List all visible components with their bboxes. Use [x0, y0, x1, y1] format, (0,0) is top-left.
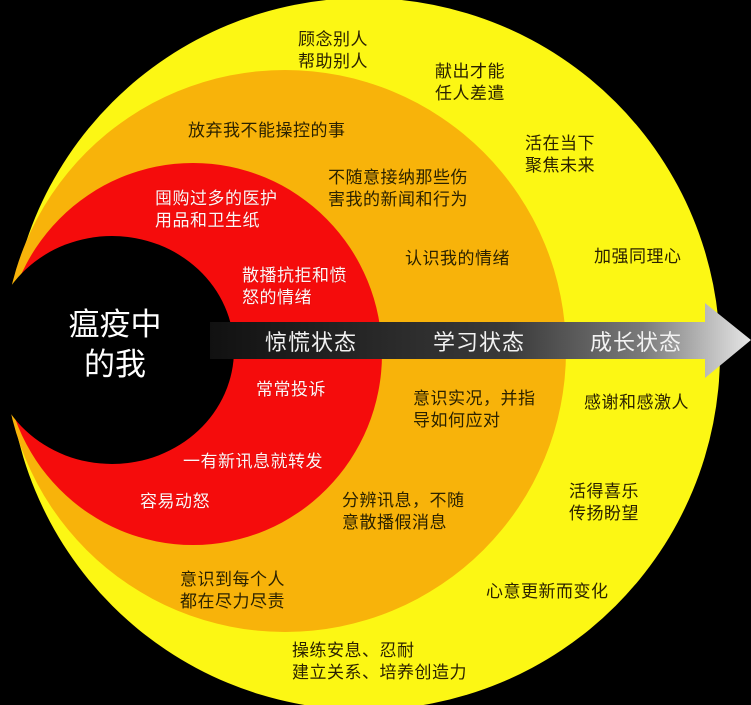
learning-item: 意识实况，并指 导如何应对 — [413, 388, 536, 432]
growth-item-line: 心意更新而变化 — [486, 582, 609, 602]
growth-item-line: 建立关系、培养创造力 — [292, 663, 467, 683]
state-learning-label: 学习状态 — [433, 331, 526, 356]
growth-item-line: 帮助别人 — [298, 52, 368, 72]
growth-item: 感谢和感激人 — [584, 392, 689, 414]
growth-item: 顾念别人 帮助别人 — [298, 29, 368, 73]
growth-item-line: 加强同理心 — [594, 247, 682, 267]
growth-item-line: 顾念别人 — [298, 30, 368, 50]
growth-item: 操练安息、忍耐 建立关系、培养创造力 — [292, 640, 467, 684]
growth-item-line: 操练安息、忍耐 — [292, 641, 415, 661]
growth-item: 活在当下 聚焦未来 — [525, 133, 595, 177]
state-panic-label: 惊慌状态 — [265, 331, 358, 356]
panic-item-line: 用品和卫生纸 — [155, 211, 260, 231]
growth-item: 活得喜乐 传扬盼望 — [569, 481, 639, 525]
learning-item-line: 害我的新闻和行为 — [328, 190, 468, 210]
growth-item-line: 聚焦未来 — [525, 156, 595, 176]
state-growth-label: 成长状态 — [590, 331, 683, 356]
panic-item: 一有新讯息就转发 — [183, 451, 323, 473]
learning-item: 不随意接纳那些伤 害我的新闻和行为 — [328, 167, 468, 211]
panic-item: 囤购过多的医护 用品和卫生纸 — [155, 188, 278, 232]
progress-arrow-icon — [210, 303, 751, 378]
growth-item-line: 活得喜乐 — [569, 482, 639, 502]
learning-item-line: 分辨讯息，不随 — [342, 491, 465, 511]
learning-item: 意识到每个人 都在尽力尽责 — [180, 569, 285, 613]
panic-item-line: 散播抗拒和愤 — [242, 266, 347, 286]
center-title-line1: 瘟疫中 — [68, 307, 162, 343]
core-circle — [0, 236, 234, 464]
learning-item: 分辨讯息，不随 意散播假消息 — [342, 490, 465, 534]
learning-item-line: 导如何应对 — [413, 411, 501, 431]
panic-item-line: 容易动怒 — [140, 492, 210, 512]
learning-item: 放弃我不能操控的事 — [188, 120, 346, 142]
learning-item-line: 放弃我不能操控的事 — [188, 121, 346, 141]
panic-item-line: 怒的情绪 — [242, 288, 312, 308]
learning-item-line: 都在尽力尽责 — [180, 592, 285, 612]
panic-item: 常常投诉 — [256, 379, 326, 401]
growth-item-line: 传扬盼望 — [569, 504, 639, 524]
growth-item: 献出才能 任人差遣 — [435, 61, 505, 105]
learning-item-line: 意识到每个人 — [180, 570, 285, 590]
growth-item-line: 活在当下 — [525, 134, 595, 154]
center-title: 瘟疫中 的我 — [40, 305, 190, 385]
panic-item-line: 一有新讯息就转发 — [183, 452, 323, 472]
learning-item-line: 认识我的情绪 — [405, 249, 510, 269]
growth-item: 心意更新而变化 — [486, 581, 609, 603]
learning-item-line: 意识实况，并指 — [413, 389, 536, 409]
panic-item: 散播抗拒和愤 怒的情绪 — [242, 265, 347, 309]
panic-item-line: 常常投诉 — [256, 380, 326, 400]
learning-item-line: 意散播假消息 — [342, 513, 447, 533]
growth-item-line: 任人差遣 — [435, 84, 505, 104]
panic-item-line: 囤购过多的医护 — [155, 189, 278, 209]
learning-item-line: 不随意接纳那些伤 — [328, 168, 468, 188]
panic-item: 容易动怒 — [140, 491, 210, 513]
center-title-line2: 的我 — [84, 347, 146, 383]
growth-item: 加强同理心 — [594, 246, 682, 268]
learning-item: 认识我的情绪 — [405, 248, 510, 270]
growth-item-line: 感谢和感激人 — [584, 393, 689, 413]
growth-item-line: 献出才能 — [435, 62, 505, 82]
